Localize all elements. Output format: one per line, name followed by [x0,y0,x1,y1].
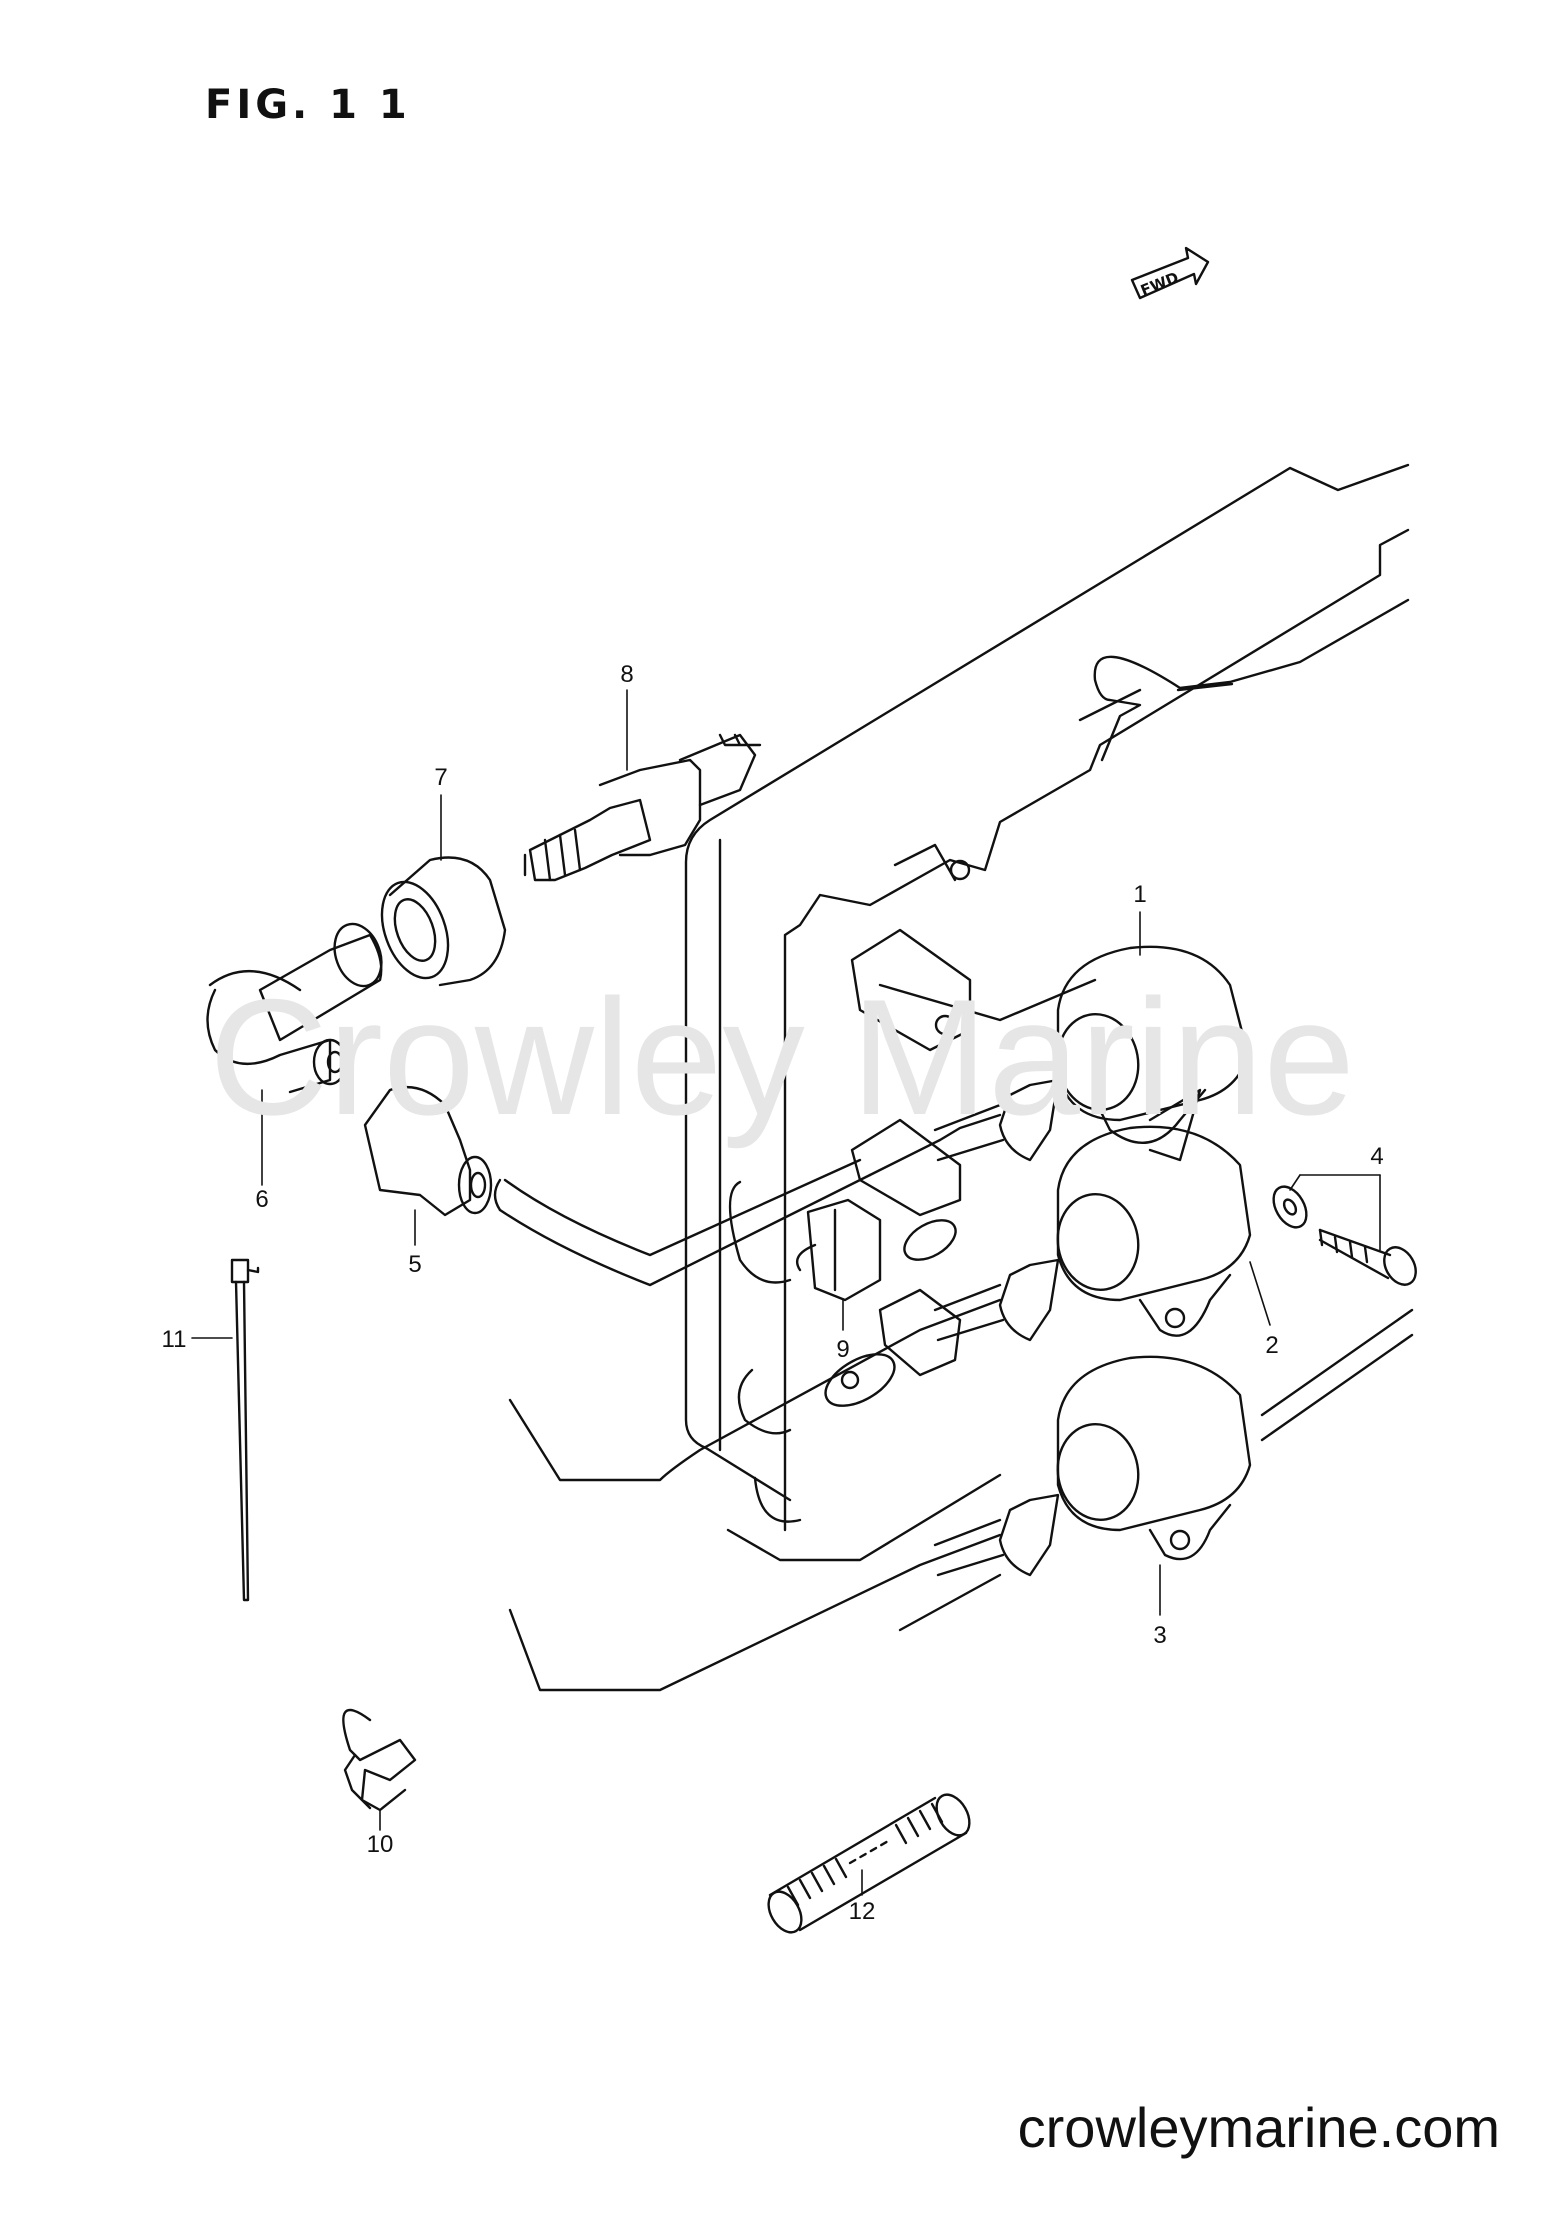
plug-boot [370,858,505,988]
callout-10: 10 [366,1831,394,1858]
callout-9: 9 [836,1336,850,1363]
wire-clip [343,1710,415,1810]
callout-6: 6 [255,1186,269,1213]
callout-8: 8 [620,661,634,688]
plug-cap-elbow [208,917,390,1092]
spark-plug [525,735,760,880]
stud-bolt [762,1789,976,1938]
callout-3: 3 [1153,1622,1167,1649]
watermark-text: Crowley Marine [208,965,1356,1149]
high-tension-lead [495,1160,870,1285]
lead-clamp [797,1200,880,1300]
ignition-coil-3 [510,1357,1250,1690]
cable-tie [232,1260,258,1600]
fwd-arrow-icon [1132,248,1208,298]
ignition-coil-1 [870,947,1248,1175]
callout-2: 2 [1265,1332,1279,1359]
ignition-coil-2 [510,1127,1250,1480]
callout-7: 7 [434,764,448,791]
callout-11: 11 [161,1326,187,1353]
callout-5: 5 [408,1251,422,1278]
engine-housing [686,465,1412,1630]
screw [1267,1181,1422,1290]
callout-4: 4 [1370,1143,1384,1170]
figure-title: FIG. 1 1 [205,82,411,128]
site-url[interactable]: crowleymarine.com [1017,2096,1500,2159]
callout-12: 12 [848,1898,876,1925]
rubber-cap [365,1087,491,1215]
callout-leaders [192,690,1380,1895]
callout-1: 1 [1133,881,1147,908]
